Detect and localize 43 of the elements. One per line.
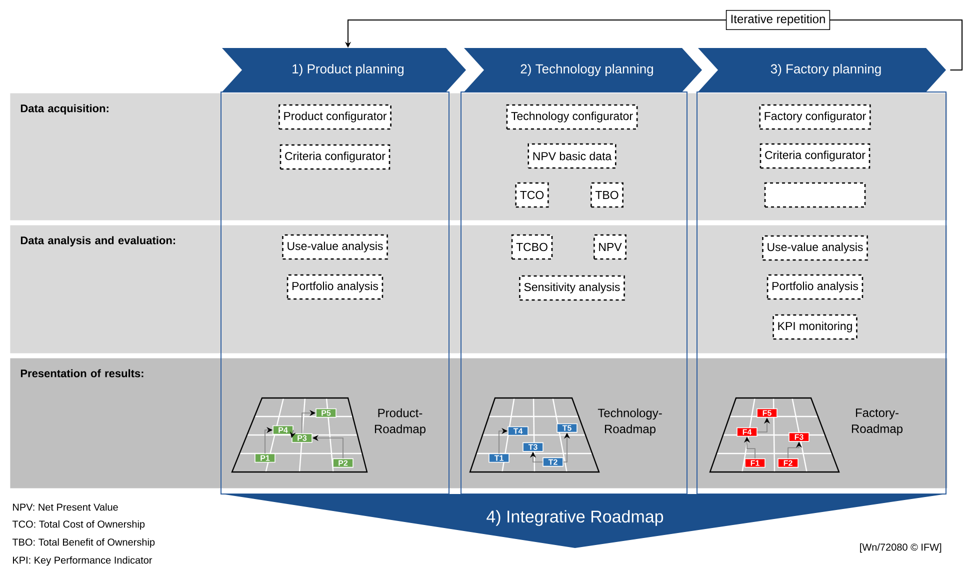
- dashed-box: Criteria configurator: [280, 144, 390, 170]
- milestone-box: T5: [556, 423, 578, 433]
- milestone-box: P4: [272, 425, 294, 435]
- abbreviation-note: KPI: Key Performance Indicator: [13, 556, 152, 566]
- abbreviation-note: NPV: Net Present Value: [13, 503, 118, 511]
- roadmap-caption: Factory- Roadmap: [852, 408, 902, 436]
- milestone-box: P2: [332, 458, 354, 468]
- dashed-box: Factory configurator: [759, 104, 871, 130]
- dashed-box: Use-value analysis: [762, 235, 868, 261]
- milestone-box: F4: [736, 427, 758, 437]
- phase-header: 2) Technology planning: [464, 48, 702, 92]
- milestone-box: P3: [292, 433, 312, 443]
- dashed-box: KPI monitoring: [772, 314, 858, 340]
- abbreviation-note: TCO: Total Cost of Ownership: [12, 520, 145, 530]
- dashed-box: Use-value analysis: [282, 234, 388, 260]
- roadmap-caption: Product- Roadmap: [374, 408, 426, 436]
- dashed-box: NPV: [594, 234, 626, 260]
- dashed-box: Technology configurator: [506, 104, 638, 130]
- dashed-box: Criteria configurator: [760, 143, 870, 169]
- phase-header: 3) Factory planning: [698, 48, 946, 92]
- dashed-box: TBO: [590, 182, 624, 208]
- dashed-box: Portfolio analysis: [286, 274, 384, 300]
- roadmap-caption: Technology- Roadmap: [598, 408, 662, 436]
- dashed-box: [764, 182, 866, 208]
- milestone-box: P1: [254, 453, 276, 463]
- milestone-box: T4: [508, 426, 528, 436]
- edge-label: Iterative repetition: [726, 10, 830, 30]
- dashed-box: Product configurator: [278, 104, 392, 130]
- milestone-box: F1: [744, 458, 766, 468]
- dashed-box: TCBO: [511, 234, 553, 260]
- milestone-box: F3: [788, 432, 810, 442]
- dashed-box: NPV basic data: [528, 143, 616, 169]
- milestone-box: F5: [756, 408, 778, 418]
- dashed-box: TCO: [515, 182, 549, 208]
- abbreviation-note: TBO: Total Benefit of Ownership: [12, 538, 155, 548]
- milestone-box: T3: [522, 442, 544, 452]
- milestone-box: F2: [778, 458, 798, 468]
- dashed-box: Portfolio analysis: [766, 274, 864, 300]
- dashed-box: Sensitivity analysis: [519, 275, 625, 301]
- milestone-box: T2: [542, 457, 564, 467]
- milestone-box: T1: [488, 453, 510, 463]
- milestone-box: P5: [316, 408, 336, 418]
- phase-header: 1) Product planning: [222, 48, 466, 92]
